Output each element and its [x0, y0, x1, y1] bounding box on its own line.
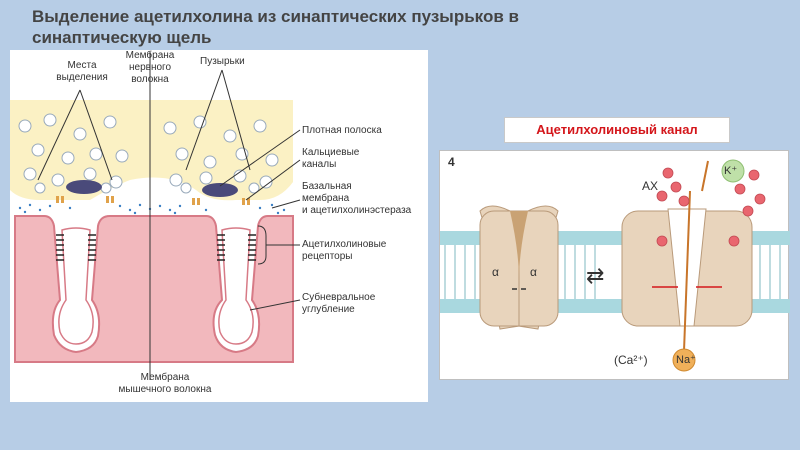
na-ion	[672, 348, 696, 372]
label-calcium-channels: Кальциевые каналы	[302, 147, 360, 170]
calcium-channels	[56, 196, 250, 205]
subneural-cleft-right	[218, 227, 254, 345]
label-subneural-cleft: Субневральное углубление	[302, 292, 376, 315]
k-ion	[721, 159, 745, 183]
channel-drawing	[440, 159, 790, 372]
acetylcholine-molecules	[18, 203, 286, 215]
ach-channel-diagram: 4 АХ K⁺ α α ⇄ (Ca²⁺) Na⁺	[439, 150, 790, 380]
label-ach-receptors: Ацетилхолиновые рецепторы	[302, 239, 387, 262]
synaptic-vesicles	[18, 113, 279, 194]
label-muscle-membrane: Мембрана мышечного волокна	[118, 372, 212, 395]
label-vesicles: Пузырьки	[200, 56, 245, 67]
synapse-drawing	[10, 52, 301, 380]
leader-lines	[37, 69, 301, 311]
k-label: K⁺	[724, 165, 738, 177]
synapse-diagram: Места выделения Мембрана нервного волокн…	[10, 50, 428, 402]
ach-molecules	[656, 167, 766, 247]
label-release-sites: Места выделения	[56, 60, 108, 83]
ca-label: (Ca²⁺)	[614, 353, 648, 367]
ach-receptors-right	[217, 234, 256, 261]
figure-number: 4	[448, 155, 455, 169]
alpha-right: α	[530, 265, 537, 279]
equilibrium-arrow: ⇄	[586, 263, 605, 288]
nerve-terminal	[10, 100, 293, 201]
alpha-left: α	[492, 265, 499, 279]
subneural-cleft-left	[58, 227, 94, 345]
dense-band-right	[202, 183, 238, 197]
channel-title: Ацетилхолиновый канал	[536, 122, 698, 137]
channel-title-box: Ацетилхолиновый канал	[504, 117, 730, 143]
muscle-fiber	[14, 215, 294, 363]
na-label: Na⁺	[676, 354, 696, 366]
label-basal-membrane: Базальная мембрана и ацетилхолинэстераза	[302, 181, 412, 216]
label-nerve-membrane: Мембрана нервного волокна	[125, 50, 175, 85]
arrows	[512, 160, 722, 352]
ach-receptors-left	[56, 234, 96, 261]
page-title: Выделение ацетилхолина из синаптических …	[32, 7, 519, 47]
dense-band-left	[66, 180, 102, 194]
ach-label: АХ	[642, 179, 659, 193]
label-dense-band: Плотная полоска	[302, 125, 382, 136]
